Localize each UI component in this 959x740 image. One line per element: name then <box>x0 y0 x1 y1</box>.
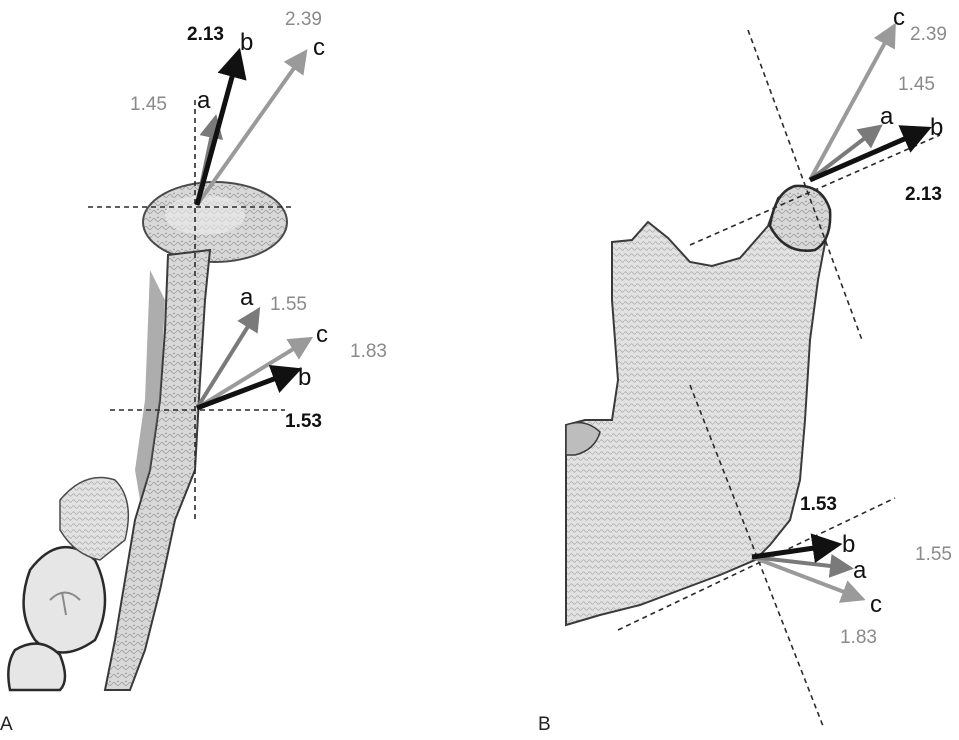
value-b-lower-b: 1.53 <box>800 494 837 515</box>
value-b-upper-c: 2.39 <box>910 24 947 45</box>
value-b-lower-c: 1.83 <box>840 627 877 648</box>
label-b-lower-a: a <box>853 557 867 584</box>
condyle-head-highlight <box>165 195 245 235</box>
value-a-lower-b: 1.53 <box>285 411 322 432</box>
label-a-upper-c: c <box>313 34 325 61</box>
label-a-upper-a: a <box>197 87 211 114</box>
value-a-lower-c: 1.83 <box>350 341 387 362</box>
value-b-upper-b: 2.13 <box>905 184 942 205</box>
value-b-lower-a: 1.55 <box>915 544 952 565</box>
value-a-upper-a: 1.45 <box>130 94 167 115</box>
panel-label-a: A <box>0 714 13 735</box>
label-a-lower-c: c <box>316 321 328 348</box>
value-a-upper-c: 2.39 <box>285 9 322 30</box>
tooth-crown-2 <box>8 644 65 690</box>
label-b-upper-c: c <box>893 4 905 31</box>
label-b-lower-b: b <box>842 531 855 558</box>
label-a-lower-b: b <box>298 364 311 391</box>
value-a-lower-a: 1.55 <box>270 294 307 315</box>
value-a-upper-b: 2.13 <box>187 24 224 45</box>
label-b-upper-b: b <box>930 114 943 141</box>
panel-label-b: B <box>538 714 551 735</box>
label-a-upper-b: b <box>240 29 253 56</box>
panel-a: 2.13 b 2.39 c 1.45 a a 1.55 c 1.83 b 1.5… <box>0 9 387 735</box>
label-b-upper-a: a <box>880 103 894 130</box>
arrow-a-lower-a <box>197 312 257 408</box>
label-a-lower-a: a <box>240 284 254 311</box>
panel-b: c 2.39 1.45 a b 2.13 1.53 b 1.55 a c 1.8… <box>538 4 952 735</box>
value-b-upper-a: 1.45 <box>898 74 935 95</box>
label-b-lower-c: c <box>870 591 882 618</box>
